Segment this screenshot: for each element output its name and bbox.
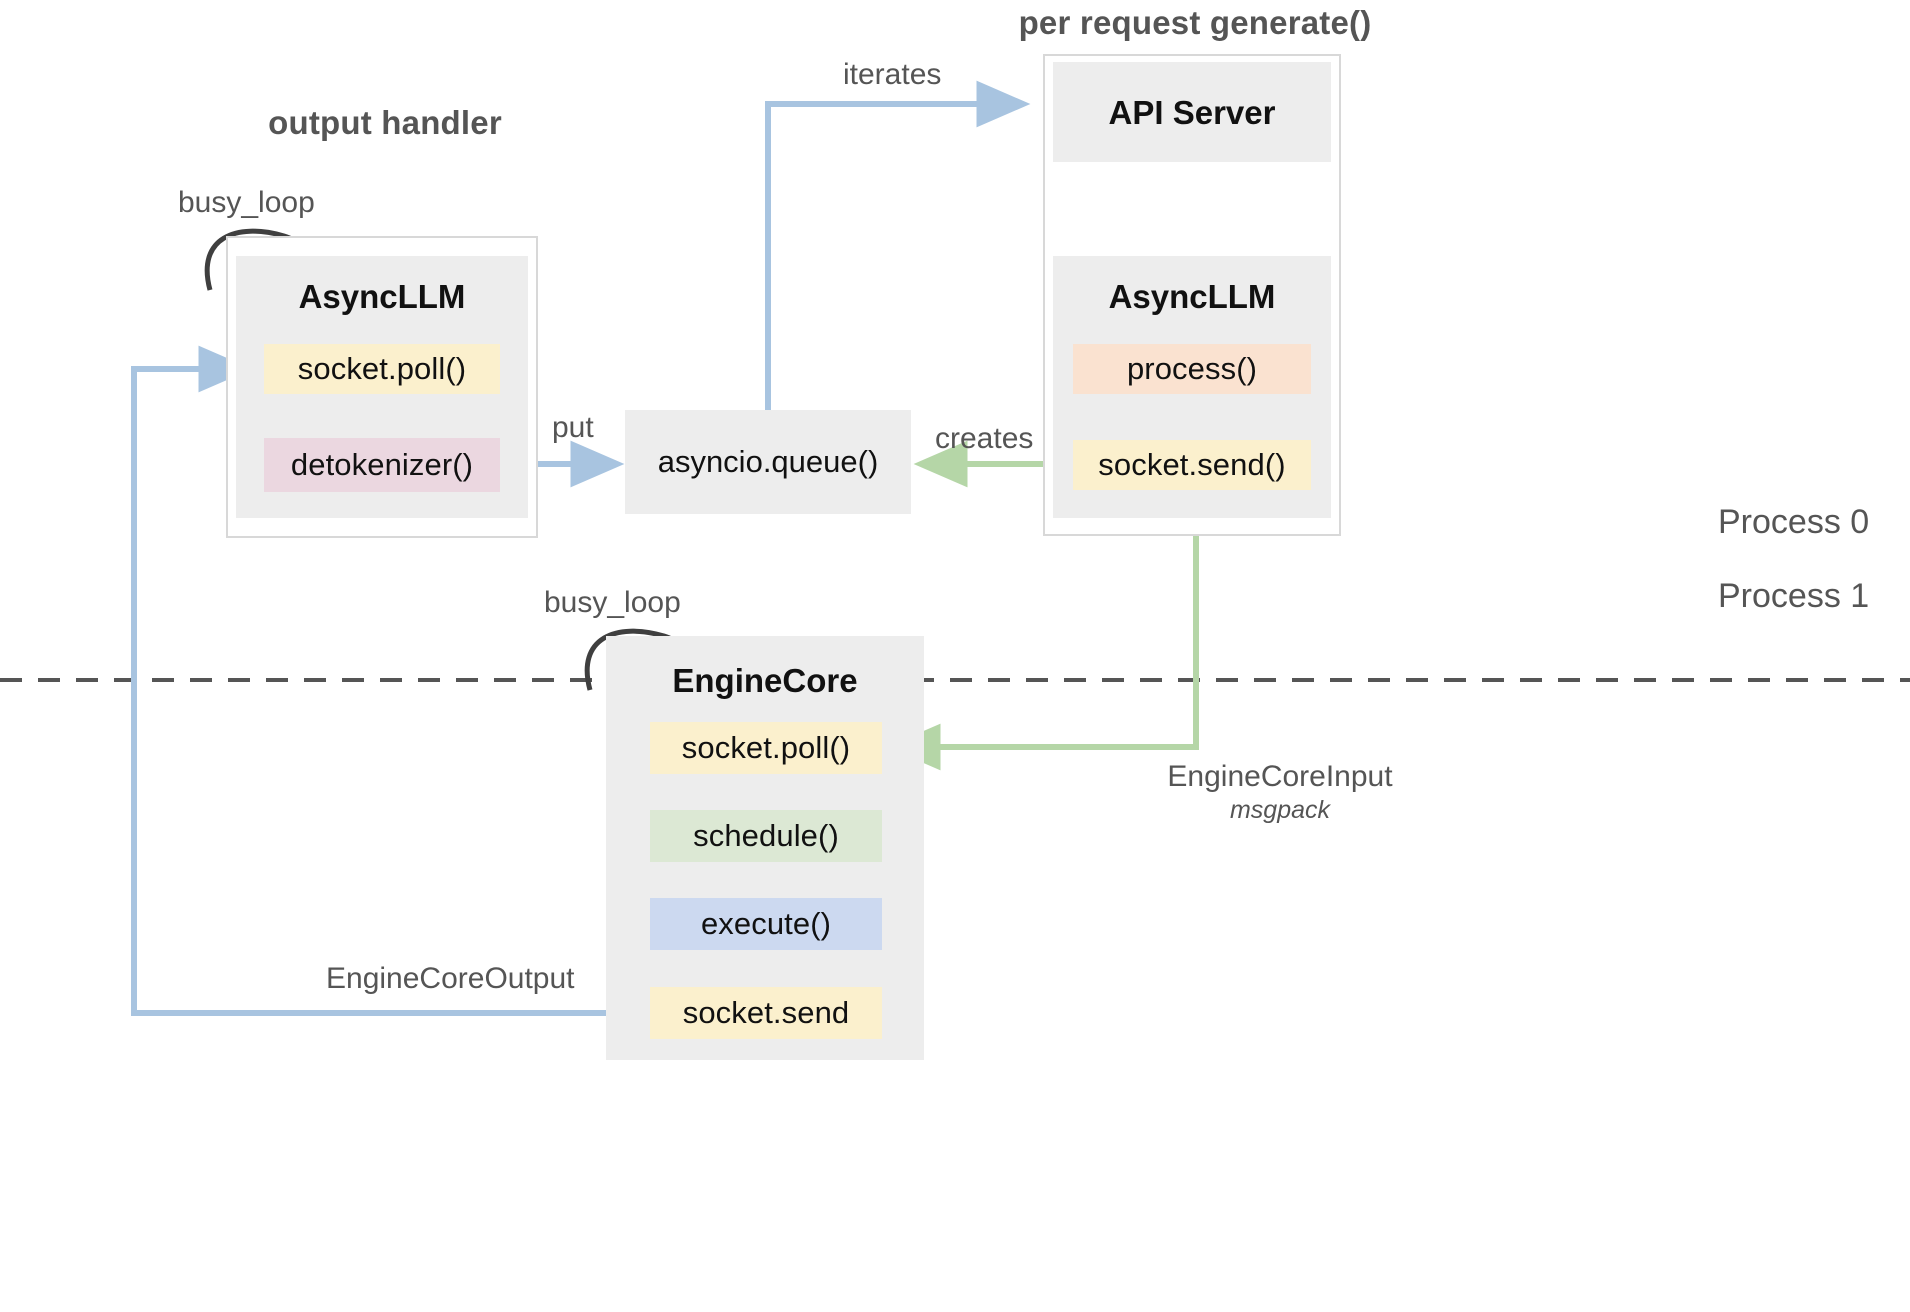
slot-output-handler-detokenizer[interactable]: detokenizer() xyxy=(264,438,500,492)
process-0-label: Process 0 xyxy=(1718,503,1870,541)
slot-label: socket.send xyxy=(682,995,850,1030)
slot-engine-core-socket-poll[interactable]: socket.poll() xyxy=(650,722,882,774)
slot-label: execute() xyxy=(700,906,832,941)
slot-engine-core-schedule[interactable]: schedule() xyxy=(650,810,882,862)
slot-label: socket.poll() xyxy=(297,351,467,386)
put-label: put xyxy=(552,411,594,444)
slot-label: detokenizer() xyxy=(290,447,474,482)
section-title-per-request: per request generate() xyxy=(1018,4,1372,41)
asyncio-queue-label: asyncio.queue() xyxy=(657,444,879,479)
creates-label: creates xyxy=(935,422,1034,455)
slot-label: process() xyxy=(1126,351,1258,386)
slot-engine-core-execute[interactable]: execute() xyxy=(650,898,882,950)
slot-label: socket.send() xyxy=(1098,447,1286,482)
engine-core-input-subtext: msgpack xyxy=(1229,796,1331,824)
engine-core-input-label: EngineCoreInput msgpack xyxy=(1152,760,1408,825)
slot-per-request-process[interactable]: process() xyxy=(1073,344,1311,394)
slot-label: schedule() xyxy=(693,818,839,853)
busy-loop-label-engine-core: busy_loop xyxy=(544,586,681,619)
iterates-label: iterates xyxy=(843,58,942,91)
per-request-asyncllm-title: AsyncLLM xyxy=(1108,278,1276,315)
engine-core-output-label: EngineCoreOutput xyxy=(326,962,575,995)
busy-loop-label-output-handler: busy_loop xyxy=(178,186,315,219)
engine-core-title: EngineCore xyxy=(672,662,858,699)
slot-label: socket.poll() xyxy=(681,730,851,765)
slot-output-handler-socket-poll[interactable]: socket.poll() xyxy=(264,344,500,394)
api-server-title: API Server xyxy=(1108,94,1276,131)
output-handler-asyncllm-title: AsyncLLM xyxy=(298,278,466,315)
process-1-label: Process 1 xyxy=(1718,577,1870,615)
asyncio-queue-box[interactable]: asyncio.queue() xyxy=(625,410,911,514)
iterates-arrow xyxy=(765,80,1031,412)
section-title-output-handler: output handler xyxy=(268,104,502,141)
slot-engine-core-socket-send[interactable]: socket.send xyxy=(650,987,882,1039)
engine-core-input-text: EngineCoreInput xyxy=(1167,760,1393,793)
api-server-group[interactable]: API Server xyxy=(1053,62,1331,162)
slot-per-request-socket-send[interactable]: socket.send() xyxy=(1073,440,1311,490)
